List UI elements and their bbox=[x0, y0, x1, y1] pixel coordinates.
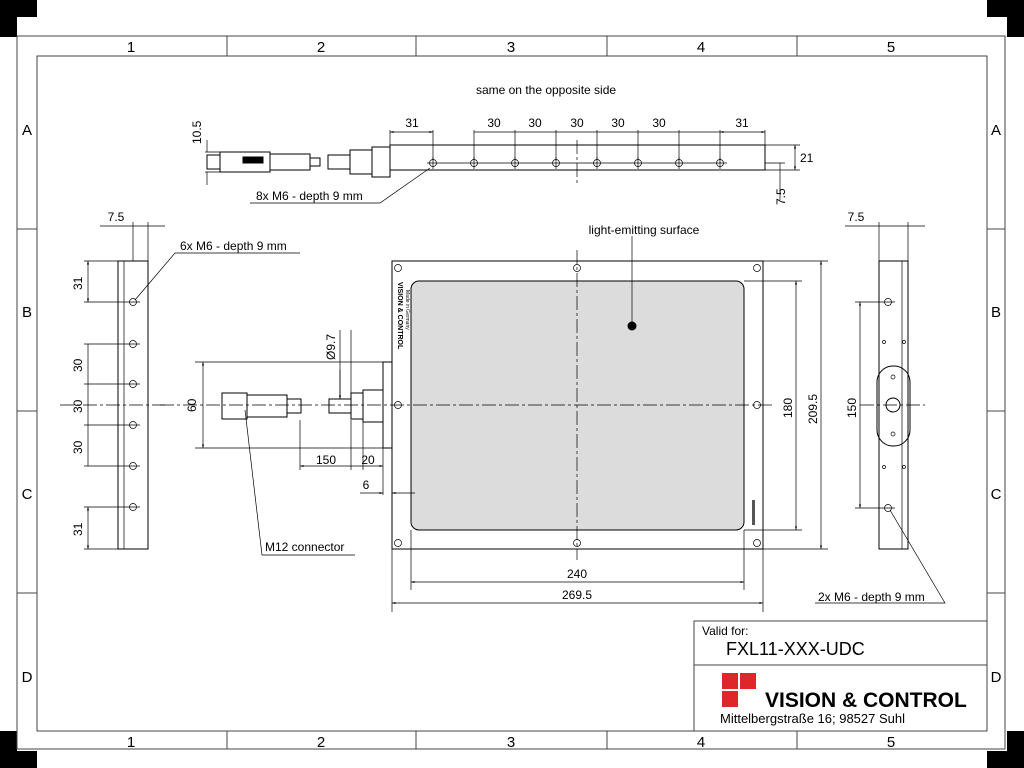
col-label: 4 bbox=[697, 734, 705, 751]
dim-label: 31 bbox=[71, 522, 85, 536]
right-side-view: 7.5 150 2x M6 - depth 9 mm bbox=[815, 210, 946, 604]
dim-label: 30 bbox=[611, 116, 625, 130]
row-label: C bbox=[22, 486, 33, 503]
row-label: D bbox=[991, 669, 1002, 686]
left-side-view: 7.5 31 30 30 30 31 6x M6 - depth 9 mm bbox=[60, 210, 300, 550]
dim-label: 31 bbox=[405, 116, 419, 130]
dim-label: 31 bbox=[71, 276, 85, 290]
col-label: 3 bbox=[507, 39, 515, 56]
top-view-note: same on the opposite side bbox=[476, 83, 616, 97]
col-label: 3 bbox=[507, 734, 515, 751]
valid-for-label: Valid for: bbox=[702, 624, 748, 638]
col-label: 1 bbox=[127, 39, 135, 56]
dim-label: 30 bbox=[487, 116, 501, 130]
connector-callout: M12 connector bbox=[265, 540, 344, 554]
dim-label: Ø9.7 bbox=[324, 334, 338, 360]
row-label: A bbox=[991, 122, 1001, 139]
dim-label: 6 bbox=[363, 478, 370, 492]
dim-label: 30 bbox=[71, 358, 85, 372]
dim-label: 7.5 bbox=[108, 210, 125, 224]
row-label: C bbox=[991, 486, 1002, 503]
hole-callout: 6x M6 - depth 9 mm bbox=[180, 239, 287, 253]
col-label: 5 bbox=[887, 39, 895, 56]
row-label: B bbox=[991, 304, 1001, 321]
col-label: 4 bbox=[697, 39, 705, 56]
dim-label: 150 bbox=[316, 453, 336, 467]
top-view: same on the opposite side 31 30 30 30 30… bbox=[190, 83, 814, 205]
surface-callout: light-emitting surface bbox=[589, 223, 700, 237]
row-label: B bbox=[22, 304, 32, 321]
dim-label: 30 bbox=[71, 399, 85, 413]
dim-label: 30 bbox=[528, 116, 542, 130]
company-address: Mittelbergstraße 16; 98527 Suhl bbox=[720, 711, 905, 726]
row-label: A bbox=[22, 122, 32, 139]
model-number: FXL11-XXX-UDC bbox=[726, 639, 865, 659]
dim-label: 7.5 bbox=[848, 210, 865, 224]
title-block: Valid for: FXL11-XXX-UDC VISION & CONTRO… bbox=[693, 620, 988, 732]
hole-callout: 8x M6 - depth 9 mm bbox=[256, 189, 363, 203]
dim-label: 31 bbox=[735, 116, 749, 130]
company-name: VISION & CONTROL bbox=[765, 689, 967, 712]
dim-label: 10.5 bbox=[190, 120, 204, 144]
dim-label: 7.5 bbox=[774, 188, 788, 205]
dim-label: 269.5 bbox=[562, 588, 592, 602]
brand-engraving: VISION & CONTROL bbox=[396, 282, 403, 350]
dim-label: 20 bbox=[361, 453, 375, 467]
col-label: 2 bbox=[317, 734, 325, 751]
dim-label: 180 bbox=[781, 398, 795, 418]
col-label: 1 bbox=[127, 734, 135, 751]
company-logo-icon bbox=[722, 673, 756, 707]
dim-label: 21 bbox=[800, 151, 814, 165]
hole-callout: 2x M6 - depth 9 mm bbox=[818, 590, 925, 604]
dim-label: 240 bbox=[567, 567, 587, 581]
row-label: D bbox=[22, 669, 33, 686]
dim-label: 209.5 bbox=[806, 394, 820, 424]
dim-label: 150 bbox=[845, 398, 859, 418]
grid-labels: 1 2 3 4 5 1 2 3 4 5 A B C D A B C D bbox=[22, 39, 1002, 751]
dim-label: 30 bbox=[570, 116, 584, 130]
col-label: 5 bbox=[887, 734, 895, 751]
col-label: 2 bbox=[317, 39, 325, 56]
dim-label: 30 bbox=[71, 440, 85, 454]
front-view: VISION & CONTROL Made in Germany light-e… bbox=[160, 223, 828, 612]
dim-label: 30 bbox=[652, 116, 666, 130]
dim-label: 60 bbox=[185, 398, 199, 412]
made-in-engraving: Made in Germany bbox=[404, 290, 410, 330]
